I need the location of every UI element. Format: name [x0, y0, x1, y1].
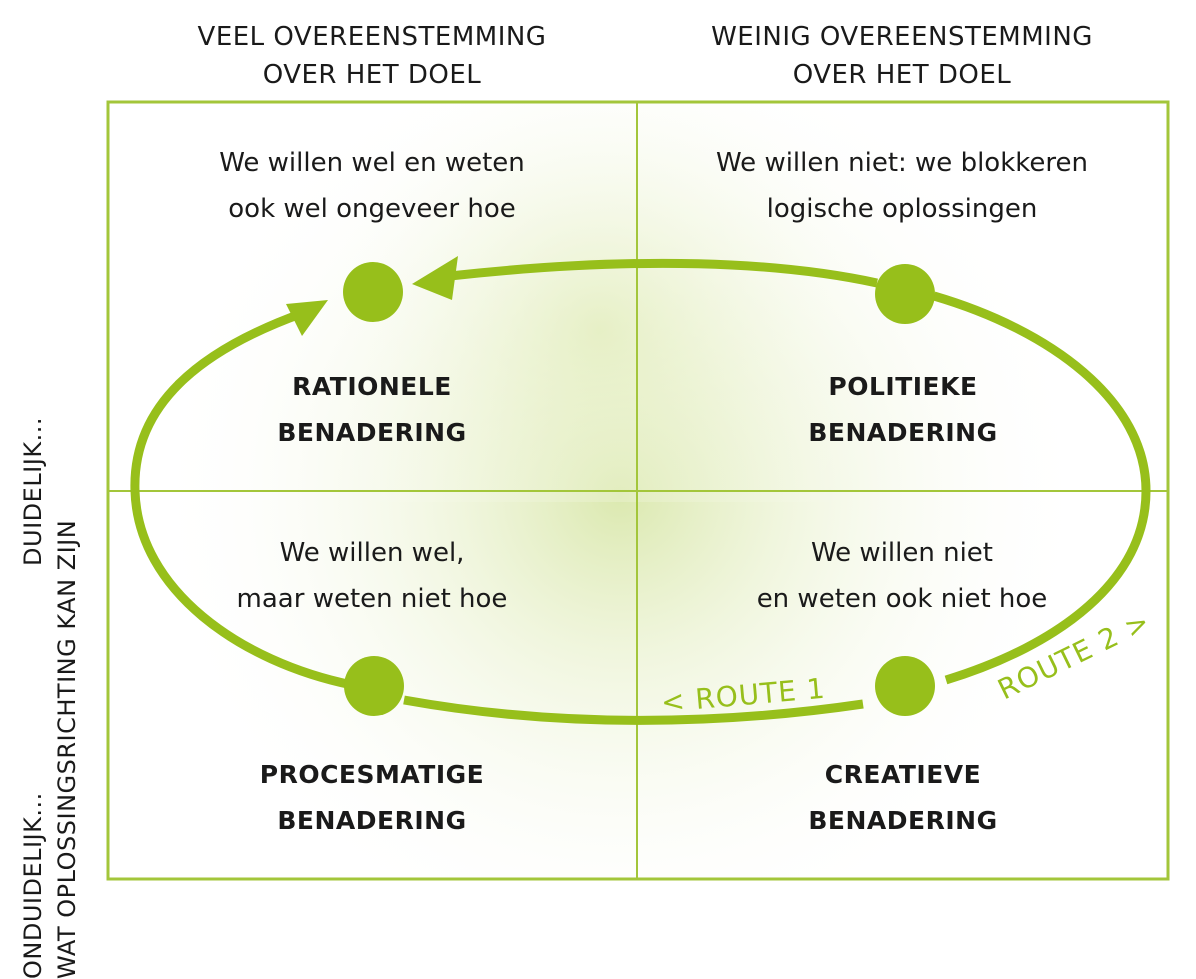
approach-procesmatige: PROCESMATIGE BENADERING: [192, 752, 552, 844]
column-header-right-line1: WEINIG OVEREENSTEMMING: [711, 22, 1093, 52]
row-label-line2: WAT OPLOSSINGSRICHTING KAN ZIJN: [50, 139, 84, 979]
approach-rationele-line1: RATIONELE: [292, 372, 452, 401]
row-label-bottom-line1: ONDUIDELIJK...: [19, 792, 47, 979]
route-arc-right: [932, 291, 1151, 685]
node-politieke: [875, 264, 935, 324]
approach-rationele: RATIONELE BENADERING: [192, 364, 552, 456]
route-arc-left: [130, 308, 353, 690]
statement-bottom-right-line2: en weten ook niet hoe: [756, 584, 1048, 614]
statement-top-left-line1: We willen wel en weten: [219, 148, 525, 178]
route-arc-bottom: [403, 695, 864, 725]
approach-creatieve: CREATIEVE BENADERING: [723, 752, 1083, 844]
column-header-left-line1: VEEL OVEREENSTEMMING: [197, 22, 547, 52]
approach-politieke-line2: BENADERING: [808, 418, 998, 447]
statement-bottom-left-line1: We willen wel,: [279, 538, 465, 568]
statement-top-left-line2: ook wel ongeveer hoe: [228, 194, 516, 224]
column-header-right-line2: OVER HET DOEL: [792, 60, 1012, 90]
route-arc-top: [449, 258, 878, 288]
row-label-line1: ONDUIDELIJK... DUIDELIJK...: [16, 139, 50, 979]
approach-procesmatige-line1: PROCESMATIGE: [259, 760, 485, 789]
statement-bottom-right-line1: We willen niet: [810, 538, 993, 568]
statement-top-right-line1: We willen niet: we blokkeren: [716, 148, 1088, 178]
statement-bottom-left: We willen wel, maar weten niet hoe: [142, 530, 602, 622]
arrowhead-left: [286, 300, 328, 336]
statement-top-right: We willen niet: we blokkeren logische op…: [672, 140, 1132, 232]
approach-procesmatige-line2: BENADERING: [277, 806, 467, 835]
approach-politieke: POLITIEKE BENADERING: [723, 364, 1083, 456]
column-header-left: VEEL OVEREENSTEMMING OVER HET DOEL: [112, 18, 632, 94]
statement-top-right-line2: logische oplossingen: [766, 194, 1038, 224]
node-creatieve: [875, 656, 935, 716]
column-header-right: WEINIG OVEREENSTEMMING OVER HET DOEL: [642, 18, 1162, 94]
node-procesmatige: [344, 656, 404, 716]
column-header-left-line2: OVER HET DOEL: [262, 60, 482, 90]
arrowhead-top: [412, 256, 458, 300]
quadrant-diagram: < ROUTE 1 ROUTE 2 >: [106, 100, 1170, 881]
row-label-top-line1: DUIDELIJK...: [19, 417, 47, 566]
statement-bottom-left-line2: maar weten niet hoe: [236, 584, 508, 614]
row-label-left-axis: ONDUIDELIJK... DUIDELIJK... WAT OPLOSSIN…: [16, 139, 86, 979]
approach-creatieve-line2: BENADERING: [808, 806, 998, 835]
statement-bottom-right: We willen niet en weten ook niet hoe: [672, 530, 1132, 622]
approach-politieke-line1: POLITIEKE: [828, 372, 978, 401]
row-label-bottom-line2: WAT OPLOSSINGSRICHTING KAN ZIJN: [53, 519, 81, 979]
approach-rationele-line2: BENADERING: [277, 418, 467, 447]
approach-creatieve-line1: CREATIEVE: [824, 760, 982, 789]
node-rationele: [343, 262, 403, 322]
statement-top-left: We willen wel en weten ook wel ongeveer …: [142, 140, 602, 232]
